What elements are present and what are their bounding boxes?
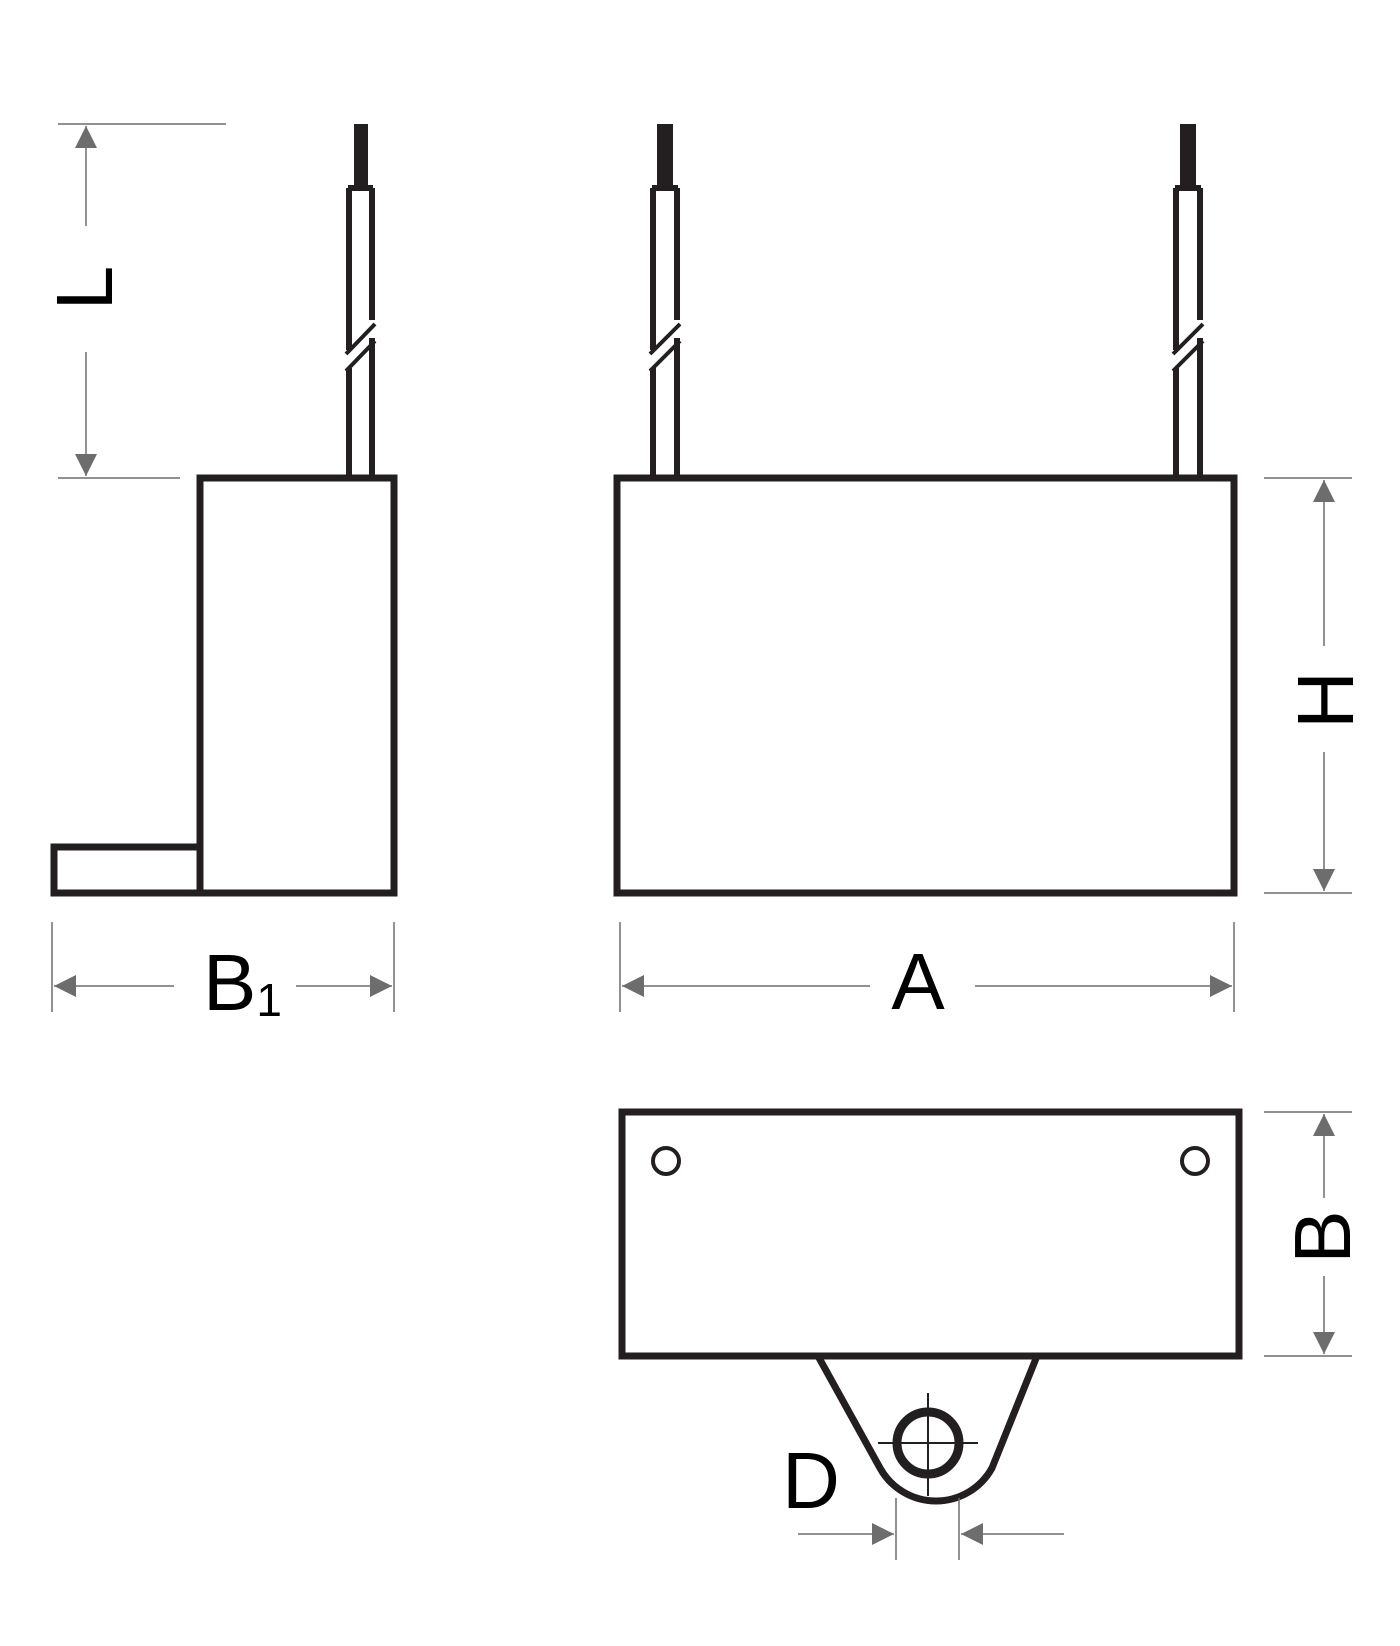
top-view xyxy=(618,1108,1243,1505)
dimension-label-B1: B1 xyxy=(203,938,282,1027)
front-view xyxy=(613,124,1238,897)
dimension-label-L: L xyxy=(40,266,129,311)
dimension-B1: B1 xyxy=(51,922,395,1027)
side-view xyxy=(50,124,398,897)
dimension-H: H xyxy=(1264,477,1370,894)
front-view-lead-wire-right xyxy=(1171,124,1205,478)
side-view-body xyxy=(196,474,398,897)
dimension-label-H: H xyxy=(1281,671,1370,729)
dimension-A: A xyxy=(619,922,1235,1026)
top-view-lead-hole-left xyxy=(651,1146,681,1176)
dimension-label-B1-subscript: 1 xyxy=(256,974,282,1026)
side-view-lead-wire xyxy=(344,124,377,478)
front-view-lead-wire-left xyxy=(648,124,682,478)
front-view-body xyxy=(613,474,1238,897)
dimension-label-D: D xyxy=(782,1436,840,1525)
dimension-label-B: B xyxy=(1278,1210,1367,1263)
dimension-B: B xyxy=(1264,1111,1367,1357)
dimension-label-B1-base: B xyxy=(203,938,256,1027)
dimension-L: L xyxy=(40,123,226,479)
top-view-body xyxy=(618,1108,1243,1360)
side-view-mounting-tab xyxy=(50,843,204,897)
mounting-hole xyxy=(878,1393,978,1496)
top-view-lead-hole-right xyxy=(1180,1146,1210,1176)
dimension-D: D xyxy=(782,1436,1064,1560)
dimension-label-A: A xyxy=(891,937,945,1026)
